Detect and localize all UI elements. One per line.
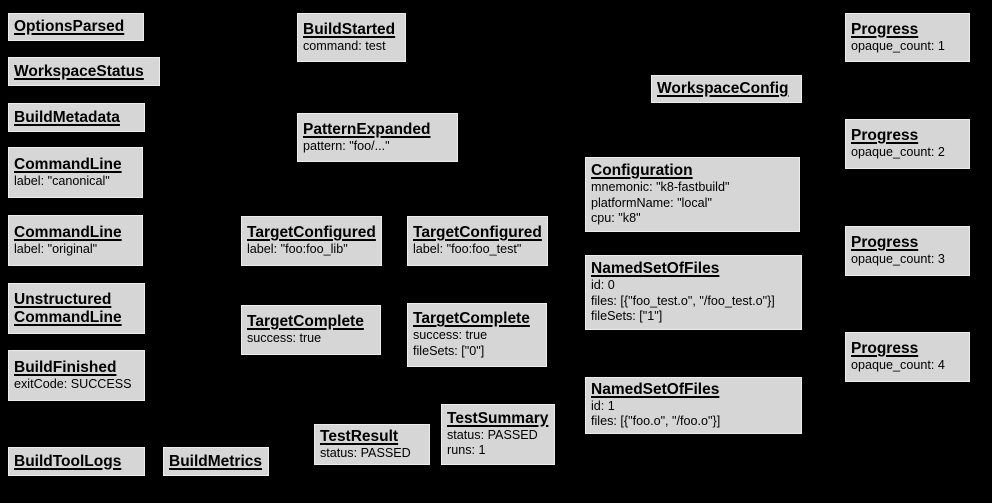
event-node-build-metrics: BuildMetrics: [163, 447, 269, 476]
node-attribute: success: true: [413, 328, 488, 343]
node-attribute: id: 0: [591, 277, 615, 292]
node-title: TargetConfigured: [247, 224, 376, 242]
node-attribute: label: "foo:foo_test": [413, 242, 522, 257]
node-title: BuildFinished: [14, 358, 117, 376]
node-attribute: exitCode: SUCCESS: [14, 376, 132, 391]
node-attribute: label: "foo:foo_lib": [247, 242, 348, 257]
node-attribute: files: [{"foo.o", "/foo.o"}]: [591, 414, 721, 429]
node-title: BuildMetadata: [14, 108, 120, 126]
node-title: TargetComplete: [413, 310, 530, 328]
node-title: CommandLine: [14, 308, 122, 326]
node-attribute: status: PASSED: [320, 445, 411, 460]
node-attribute: command: test: [303, 38, 386, 53]
node-title: CommandLine: [14, 223, 122, 241]
node-title: Unstructured: [14, 290, 112, 308]
node-attribute: platformName: "local": [591, 195, 712, 210]
node-attribute: opaque_count: 4: [851, 358, 945, 373]
node-attribute: opaque_count: 3: [851, 252, 945, 267]
event-node-build-tool-logs: BuildToolLogs: [8, 447, 145, 476]
node-title: BuildToolLogs: [14, 452, 122, 470]
node-attribute: fileSets: ["0"]: [413, 343, 485, 358]
node-title: TestSummary: [447, 409, 549, 427]
node-attribute: pattern: "foo/...": [303, 138, 390, 153]
node-attribute: mnemonic: "k8-fastbuild": [591, 179, 730, 194]
node-title: PatternExpanded: [303, 120, 431, 138]
node-title: WorkspaceStatus: [14, 62, 144, 80]
node-title: TargetConfigured: [413, 224, 542, 242]
node-title: CommandLine: [14, 155, 122, 173]
node-attribute: label: "original": [14, 241, 98, 256]
node-title: OptionsParsed: [14, 18, 125, 36]
event-node-build-metadata: BuildMetadata: [8, 103, 145, 132]
node-title: TargetComplete: [247, 313, 364, 331]
node-attribute: id: 1: [591, 398, 615, 413]
node-title: BuildMetrics: [169, 452, 263, 470]
node-title: WorkspaceConfig: [657, 80, 789, 98]
node-title: TestResult: [320, 427, 399, 445]
node-attribute: opaque_count: 2: [851, 145, 945, 160]
node-title: BuildStarted: [303, 20, 396, 38]
node-title: Progress: [851, 127, 919, 145]
node-attribute: files: [{"foo_test.o", "/foo_test.o"}]: [591, 293, 775, 308]
node-attribute: opaque_count: 1: [851, 38, 945, 53]
node-attribute: success: true: [247, 331, 322, 346]
node-title: Progress: [851, 340, 919, 358]
event-node-options-parsed: OptionsParsed: [8, 13, 144, 41]
node-attribute: runs: 1: [447, 443, 486, 458]
node-attribute: fileSets: ["1"]: [591, 309, 663, 324]
node-attribute: status: PASSED: [447, 427, 538, 442]
node-title: NamedSetOfFiles: [591, 380, 720, 398]
event-node-workspace-config: WorkspaceConfig: [651, 75, 802, 103]
node-attribute: cpu: "k8": [591, 211, 641, 226]
node-title: NamedSetOfFiles: [591, 259, 720, 277]
node-attribute: label: "canonical": [14, 173, 110, 188]
node-title: Configuration: [591, 161, 693, 179]
event-node-workspace-status: WorkspaceStatus: [8, 57, 160, 86]
node-title: Progress: [851, 234, 919, 252]
node-title: Progress: [851, 20, 919, 38]
